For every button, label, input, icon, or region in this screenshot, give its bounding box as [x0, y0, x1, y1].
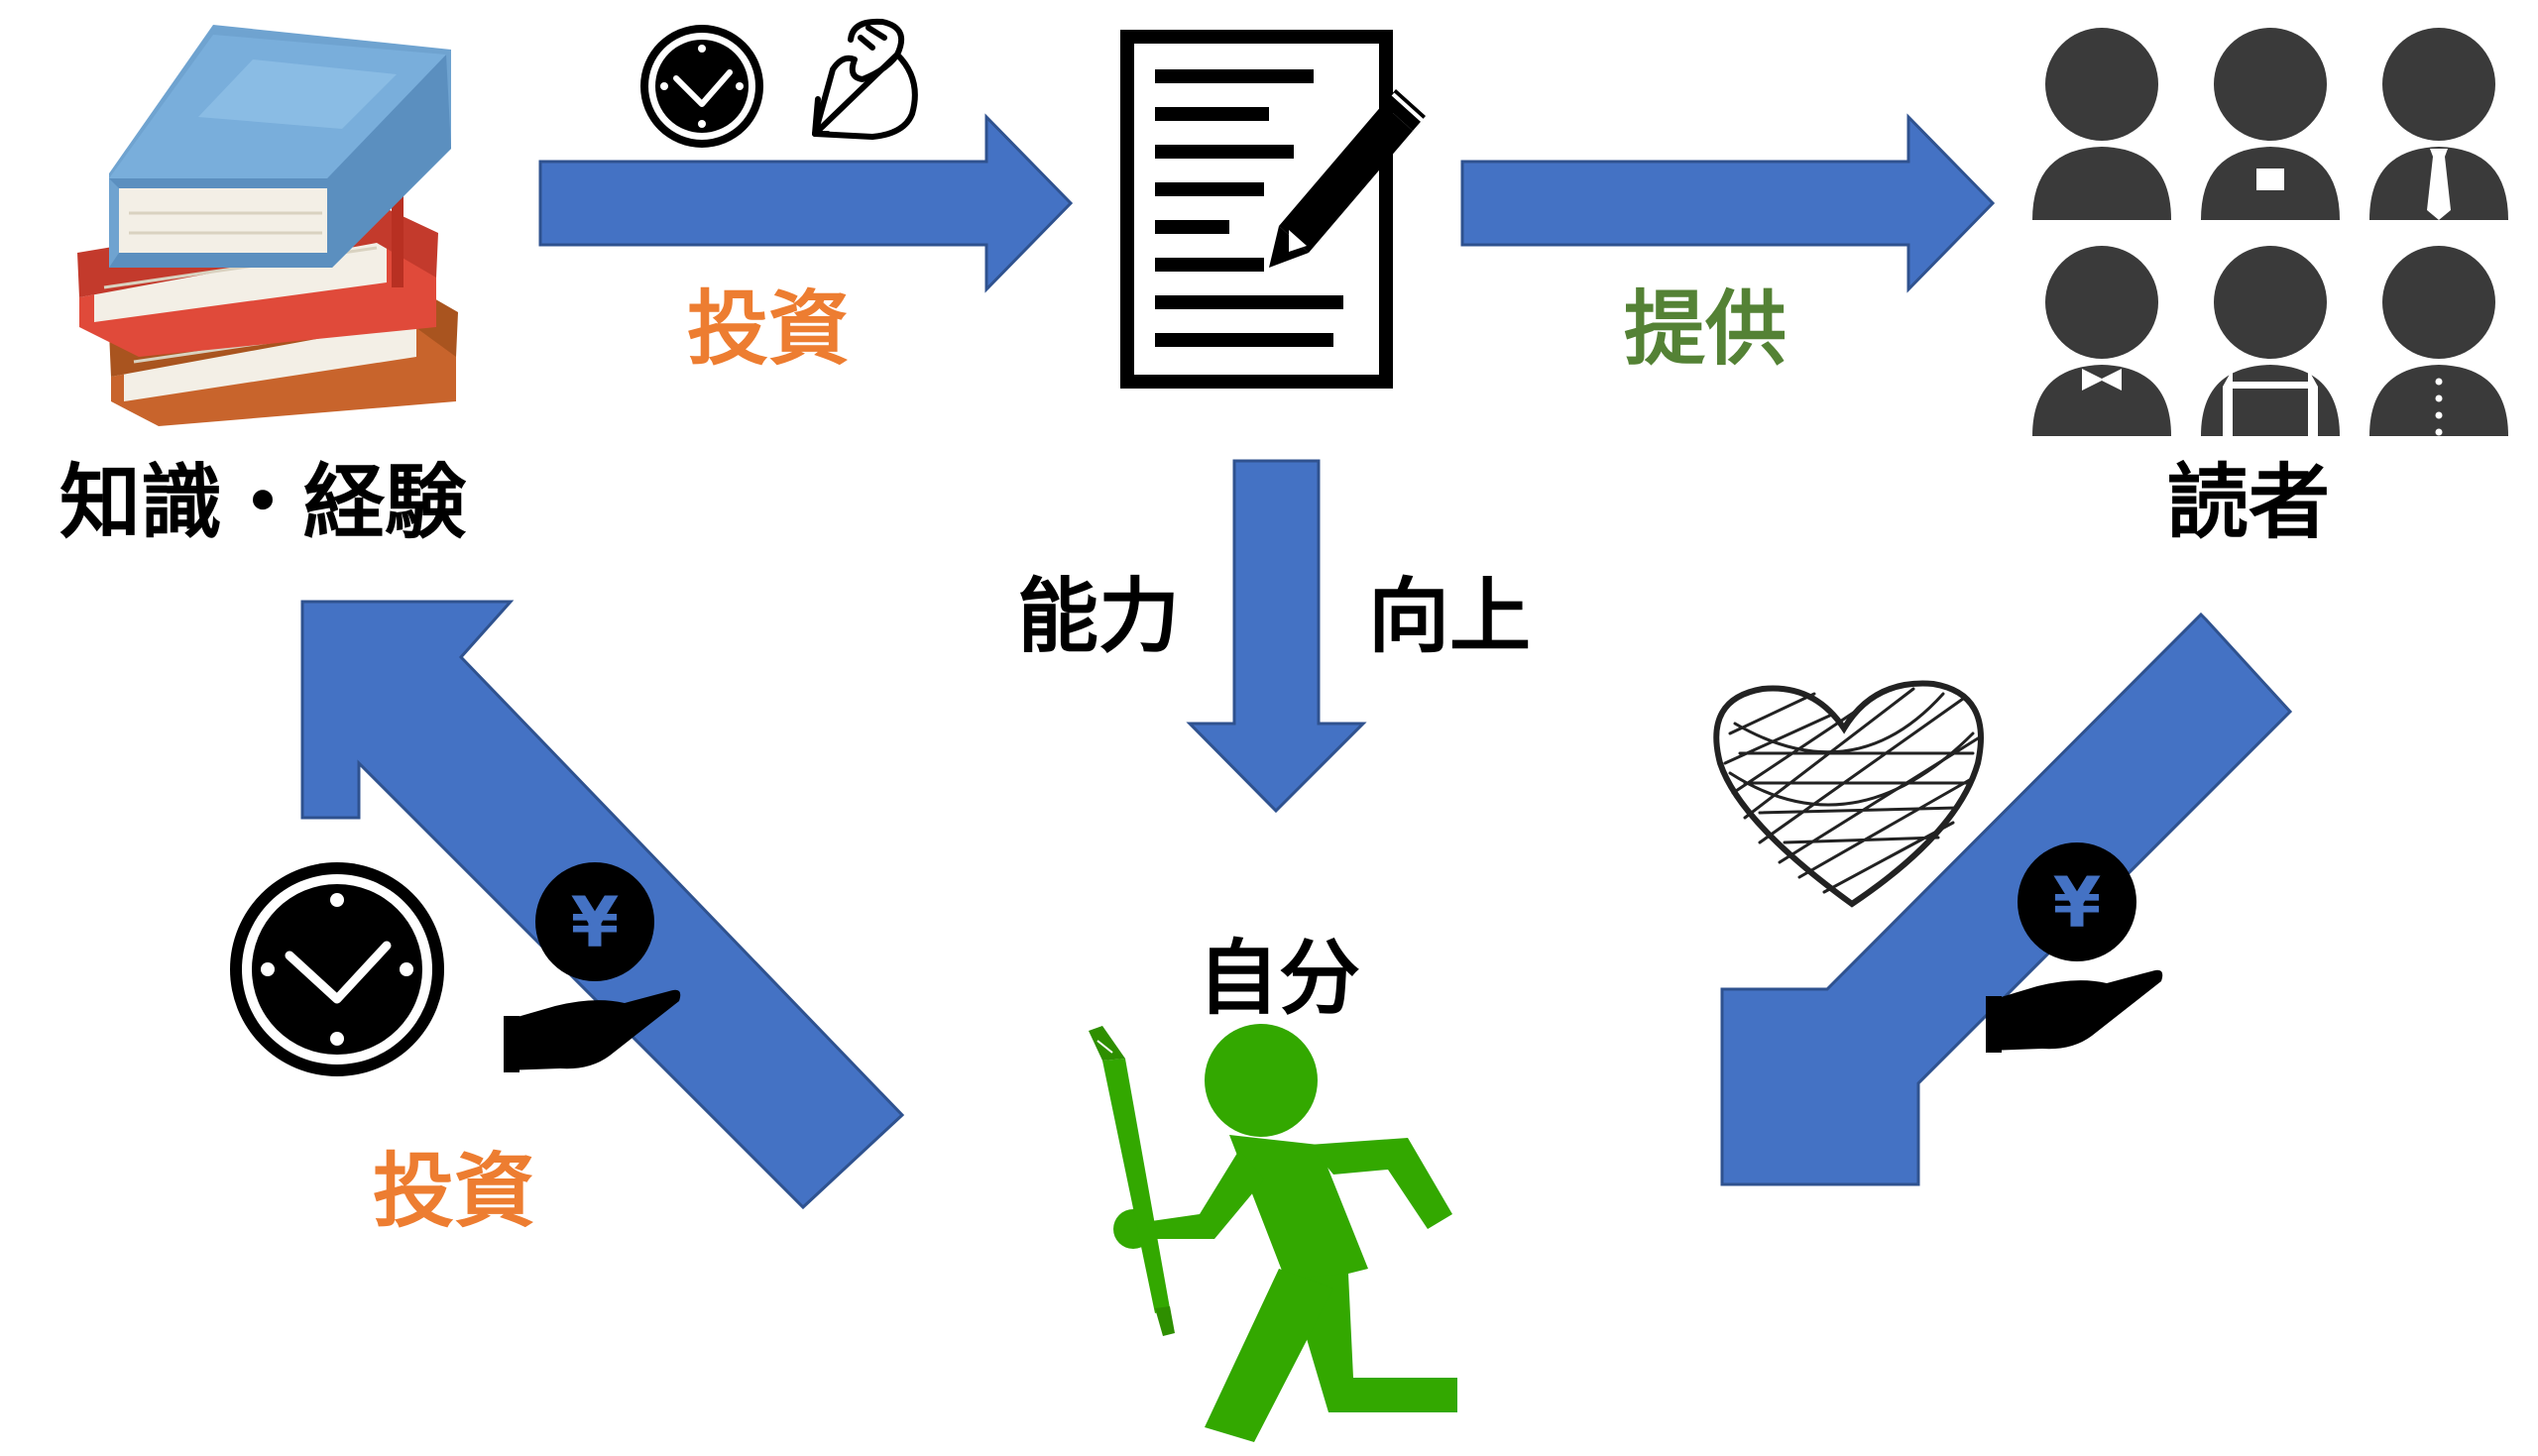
- arrow-article-to-self: [1186, 459, 1367, 814]
- clock-icon-large: [230, 862, 444, 1076]
- label-invest-top: 投資: [687, 282, 850, 377]
- yen-hand-icon: ¥: [504, 862, 681, 1072]
- pen-runner-icon: [1089, 1024, 1457, 1442]
- yen-hand-icon-right: ¥: [1986, 842, 2163, 1053]
- yen-symbol-left: ¥: [571, 882, 620, 963]
- label-knowledge-experience: 知識・経験: [59, 456, 467, 550]
- yen-symbol-right: ¥: [2053, 862, 2102, 944]
- arrow-article-to-readers: [1460, 113, 1996, 293]
- label-self: 自分: [1198, 932, 1360, 1026]
- arrow-knowledge-to-article: [538, 113, 1074, 293]
- books-icon: [77, 25, 458, 426]
- label-improve: 向上: [1368, 570, 1531, 664]
- label-provide: 提供: [1624, 282, 1787, 377]
- readers-group-icon: [2032, 28, 2508, 436]
- label-invest-bottom: 投資: [373, 1145, 535, 1239]
- muscle-icon: [812, 18, 918, 140]
- label-ability: 能力: [1017, 570, 1180, 664]
- heart-scribble-icon: [1713, 680, 1984, 908]
- label-readers: 読者: [2167, 456, 2330, 550]
- arrow-readers-to-self: [1720, 612, 2293, 1186]
- document-pencil-icon: [1120, 30, 1426, 389]
- clock-icon: [640, 25, 763, 148]
